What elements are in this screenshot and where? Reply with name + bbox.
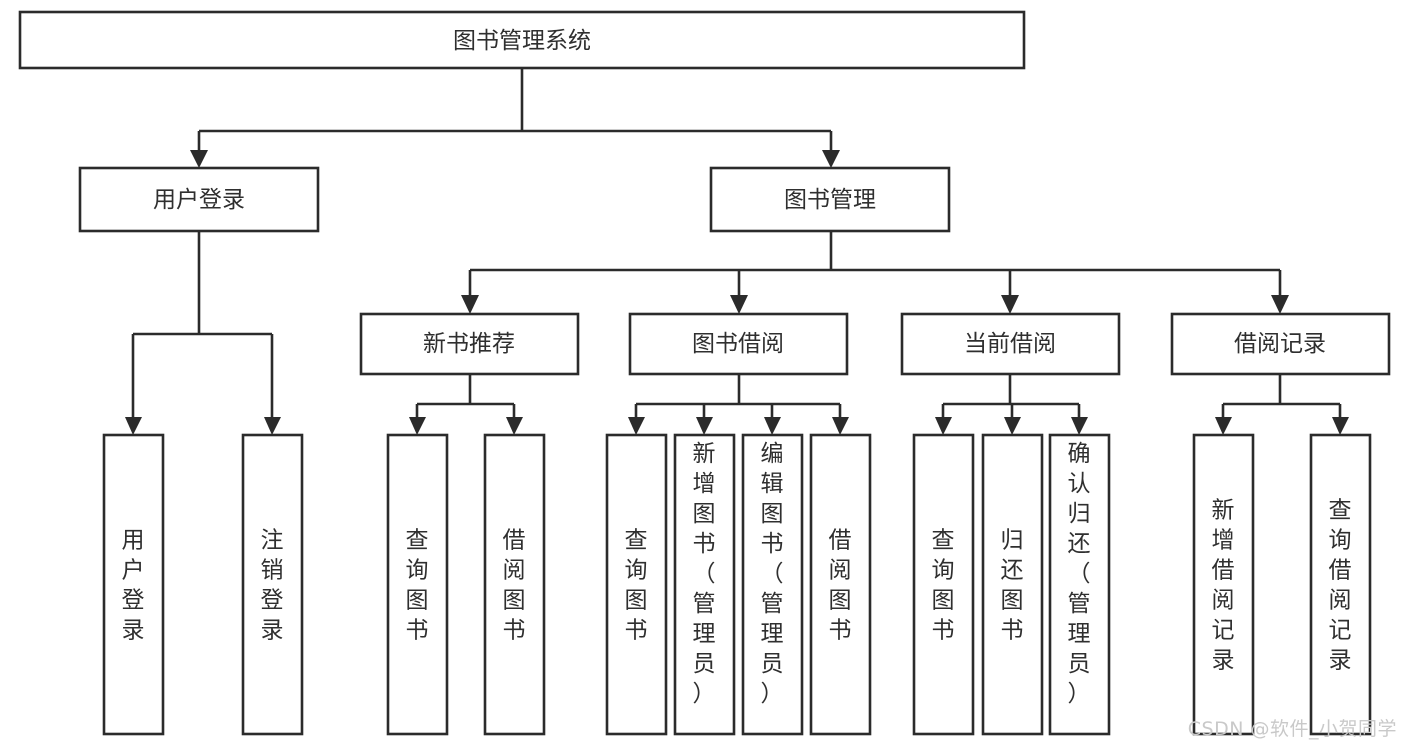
- arrow-to-leaf-record-add: [1215, 417, 1232, 435]
- node-current-borrow-label: 当前借阅: [964, 331, 1056, 357]
- node-leaf-borrow-edit-book-label: 编辑图书（管理员）: [761, 441, 784, 707]
- arrow-to-leaf-borrow-query-book: [628, 417, 645, 435]
- node-leaf-current-return-book[interactable]: 归还图书: [981, 433, 1044, 736]
- node-leaf-user-login-box[interactable]: [102, 433, 165, 736]
- node-leaf-record-query[interactable]: 查询借阅记录: [1309, 433, 1372, 736]
- arrow-to-current-borrow: [1001, 295, 1019, 314]
- node-leaf-current-return-book-box[interactable]: [981, 433, 1044, 736]
- arrow-to-new-book-rec: [461, 295, 479, 314]
- node-leaf-current-confirm-return[interactable]: 确认归还（管理员）: [1048, 433, 1111, 736]
- arrow-to-leaf-borrow-add-book: [696, 417, 713, 435]
- node-leaf-rec-query-book-box[interactable]: [386, 433, 449, 736]
- node-leaf-borrow-add-book-label: 新增图书（管理员）: [693, 441, 716, 707]
- node-new-book-rec-box[interactable]: [359, 312, 580, 376]
- node-leaf-borrow-add-book[interactable]: 新增图书（管理员）: [673, 433, 736, 736]
- arrow-to-user-login: [190, 150, 208, 168]
- node-new-book-rec-label: 新书推荐: [423, 331, 515, 357]
- node-leaf-borrow-borrow-book-label: 借阅图书: [829, 528, 852, 644]
- arrow-to-book-manage: [822, 150, 840, 168]
- arrow-to-leaf-rec-borrow-book: [506, 417, 523, 435]
- node-leaf-record-query-label: 查询借阅记录: [1329, 498, 1352, 674]
- arrow-to-leaf-rec-query-book: [409, 417, 426, 435]
- node-leaf-user-logout-label: 注销登录: [261, 528, 284, 644]
- node-leaf-user-logout[interactable]: 注销登录: [241, 433, 304, 736]
- node-root-label: 图书管理系统: [453, 28, 591, 54]
- node-borrow-record-label: 借阅记录: [1234, 331, 1326, 357]
- node-new-book-rec[interactable]: 新书推荐: [359, 312, 580, 376]
- node-leaf-rec-borrow-book[interactable]: 借阅图书: [483, 433, 546, 736]
- arrow-to-leaf-user-logout: [264, 417, 281, 435]
- arrow-to-leaf-current-confirm-return: [1071, 417, 1088, 435]
- node-leaf-borrow-edit-book[interactable]: 编辑图书（管理员）: [741, 433, 804, 736]
- node-leaf-current-confirm-return-box[interactable]: [1048, 433, 1111, 736]
- node-leaf-rec-query-book[interactable]: 查询图书: [386, 433, 449, 736]
- node-leaf-user-login[interactable]: 用户登录: [102, 433, 165, 736]
- arrow-to-leaf-borrow-edit-book: [764, 417, 781, 435]
- node-root-box[interactable]: [18, 10, 1026, 70]
- node-leaf-current-query-book-label: 查询图书: [932, 528, 955, 644]
- node-leaf-borrow-add-book-box[interactable]: [673, 433, 736, 736]
- node-book-manage-label: 图书管理: [784, 187, 876, 213]
- node-current-borrow[interactable]: 当前借阅: [900, 312, 1121, 376]
- node-leaf-borrow-borrow-book[interactable]: 借阅图书: [809, 433, 872, 736]
- node-borrow-record[interactable]: 借阅记录: [1170, 312, 1391, 376]
- node-user-login-label: 用户登录: [153, 187, 245, 213]
- node-leaf-borrow-query-book-label: 查询图书: [625, 528, 648, 644]
- arrow-to-leaf-borrow-borrow-book: [832, 417, 849, 435]
- arrow-to-leaf-current-return-book: [1004, 417, 1021, 435]
- node-leaf-record-add-box[interactable]: [1192, 433, 1255, 736]
- node-leaf-rec-borrow-book-label: 借阅图书: [503, 528, 526, 644]
- node-leaf-user-logout-box[interactable]: [241, 433, 304, 736]
- node-book-borrow[interactable]: 图书借阅: [628, 312, 849, 376]
- node-root[interactable]: 图书管理系统: [18, 10, 1026, 70]
- node-book-borrow-label: 图书借阅: [692, 331, 784, 357]
- node-borrow-record-box[interactable]: [1170, 312, 1391, 376]
- arrow-to-borrow-record: [1271, 295, 1289, 314]
- node-leaf-current-confirm-return-label: 确认归还（管理员）: [1068, 441, 1091, 707]
- node-leaf-current-query-book-box[interactable]: [912, 433, 975, 736]
- node-leaf-borrow-borrow-book-box[interactable]: [809, 433, 872, 736]
- node-leaf-rec-borrow-book-box[interactable]: [483, 433, 546, 736]
- node-leaf-user-login-label: 用户登录: [122, 528, 145, 644]
- node-leaf-rec-query-book-label: 查询图书: [406, 528, 429, 644]
- node-leaf-borrow-edit-book-box[interactable]: [741, 433, 804, 736]
- node-leaf-borrow-query-book[interactable]: 查询图书: [605, 433, 668, 736]
- node-leaf-borrow-query-book-box[interactable]: [605, 433, 668, 736]
- node-user-login[interactable]: 用户登录: [78, 166, 320, 233]
- node-leaf-record-add-label: 新增借阅记录: [1212, 498, 1235, 674]
- node-layer: 图书管理系统 用户登录 图书管理 新书推荐 图书借阅 当前: [18, 10, 1391, 736]
- node-book-manage-box[interactable]: [709, 166, 951, 233]
- arrow-to-book-borrow: [730, 295, 748, 314]
- node-book-manage[interactable]: 图书管理: [709, 166, 951, 233]
- connector-layer: [125, 68, 1349, 435]
- node-current-borrow-box[interactable]: [900, 312, 1121, 376]
- node-leaf-record-add[interactable]: 新增借阅记录: [1192, 433, 1255, 736]
- arrow-to-leaf-record-query: [1332, 417, 1349, 435]
- node-leaf-record-query-box[interactable]: [1309, 433, 1372, 736]
- arrow-to-leaf-current-query-book: [935, 417, 952, 435]
- node-book-borrow-box[interactable]: [628, 312, 849, 376]
- node-user-login-box[interactable]: [78, 166, 320, 233]
- arrow-to-leaf-user-login: [125, 417, 142, 435]
- node-leaf-current-query-book[interactable]: 查询图书: [912, 433, 975, 736]
- node-leaf-current-return-book-label: 归还图书: [1001, 528, 1024, 644]
